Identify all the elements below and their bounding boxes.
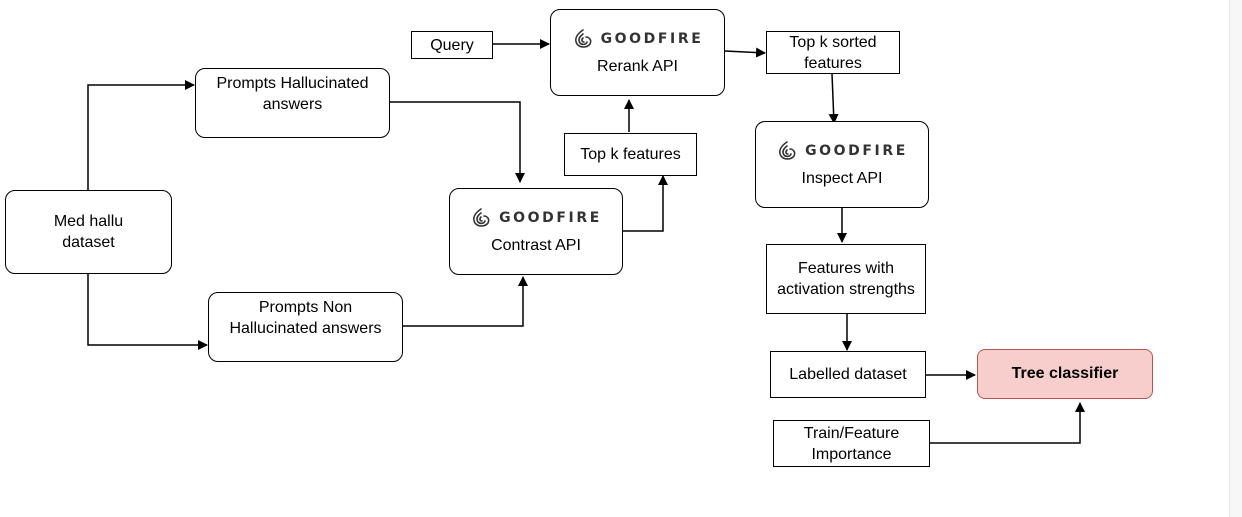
edge-prompts-hallucinated-to-contrast	[389, 101, 525, 183]
top-k-features-label: Top k features	[580, 146, 681, 163]
goodfire-brand: GOODFIRE	[470, 207, 602, 229]
med-hallu-line-1: Med hallu	[53, 213, 124, 230]
train-feature-line-1: Train/Feature	[803, 424, 900, 442]
goodfire-wordmark: GOODFIRE	[805, 142, 908, 159]
inspect-api-node: GOODFIRE Inspect API	[755, 121, 929, 208]
contrast-api-node: GOODFIRE Contrast API	[449, 188, 623, 275]
goodfire-logo-icon	[473, 208, 490, 227]
features-activation-line-1: Features with	[797, 260, 895, 277]
prompts-non-hallucinated-line-1: Prompts Non	[258, 299, 353, 316]
goodfire-logo-icon	[574, 29, 592, 48]
prompts-hallucinated-line-1: Prompts Hallucinated	[216, 75, 369, 92]
query-node: Query	[411, 31, 493, 59]
edge-med-to-prompts-non-hallucinated	[87, 274, 208, 350]
features-activation-line-2: activation strengths	[777, 281, 915, 298]
goodfire-logo-icon	[779, 141, 796, 160]
edge-rerank-to-top-k-sorted	[724, 47, 766, 58]
train-feature-importance-node: Train/Feature Importance	[773, 420, 930, 467]
tree-classifier-node: Tree classifier	[977, 349, 1153, 399]
med-hallu-line-2: dataset	[62, 234, 115, 251]
prompts-hallucinated-line-2: answers	[262, 96, 323, 113]
labelled-dataset-node: Labelled dataset	[770, 351, 926, 398]
labelled-dataset-label: Labelled dataset	[789, 366, 907, 383]
edge-top-k-sorted-to-inspect	[828, 73, 839, 124]
rerank-api-node: GOODFIRE Rerank API	[550, 9, 725, 96]
edge-train-to-tree-classifier	[929, 402, 1085, 444]
top-k-sorted-features-node: Top k sorted features	[766, 31, 900, 74]
rerank-api-label: Rerank API	[597, 58, 678, 75]
query-label: Query	[430, 36, 474, 54]
scrollbar-track[interactable]	[1229, 0, 1242, 517]
prompts-hallucinated-node: Prompts Hallucinated answers	[195, 68, 390, 138]
prompts-non-hallucinated-node: Prompts Non Hallucinated answers	[208, 292, 403, 362]
edge-prompts-non-hallucinated-to-contrast	[402, 276, 528, 327]
inspect-api-label: Inspect API	[801, 170, 883, 187]
goodfire-brand: GOODFIRE	[572, 28, 704, 50]
top-k-sorted-line-2: features	[804, 54, 862, 72]
features-activation-node: Features with activation strengths	[766, 244, 926, 314]
edge-contrast-to-top-k-features	[623, 175, 668, 232]
goodfire-wordmark: GOODFIRE	[600, 30, 704, 47]
tree-classifier-label: Tree classifier	[1011, 365, 1119, 382]
med-hallu-dataset-node: Med hallu dataset	[5, 190, 172, 274]
edge-med-to-prompts-hallucinated	[87, 80, 195, 190]
top-k-features-node: Top k features	[564, 133, 697, 176]
prompts-non-hallucinated-line-2: Hallucinated answers	[229, 320, 382, 337]
train-feature-line-2: Importance	[811, 445, 892, 463]
goodfire-wordmark: GOODFIRE	[499, 209, 602, 226]
contrast-api-label: Contrast API	[491, 237, 581, 254]
goodfire-brand: GOODFIRE	[776, 140, 908, 162]
top-k-sorted-line-1: Top k sorted	[789, 33, 877, 51]
